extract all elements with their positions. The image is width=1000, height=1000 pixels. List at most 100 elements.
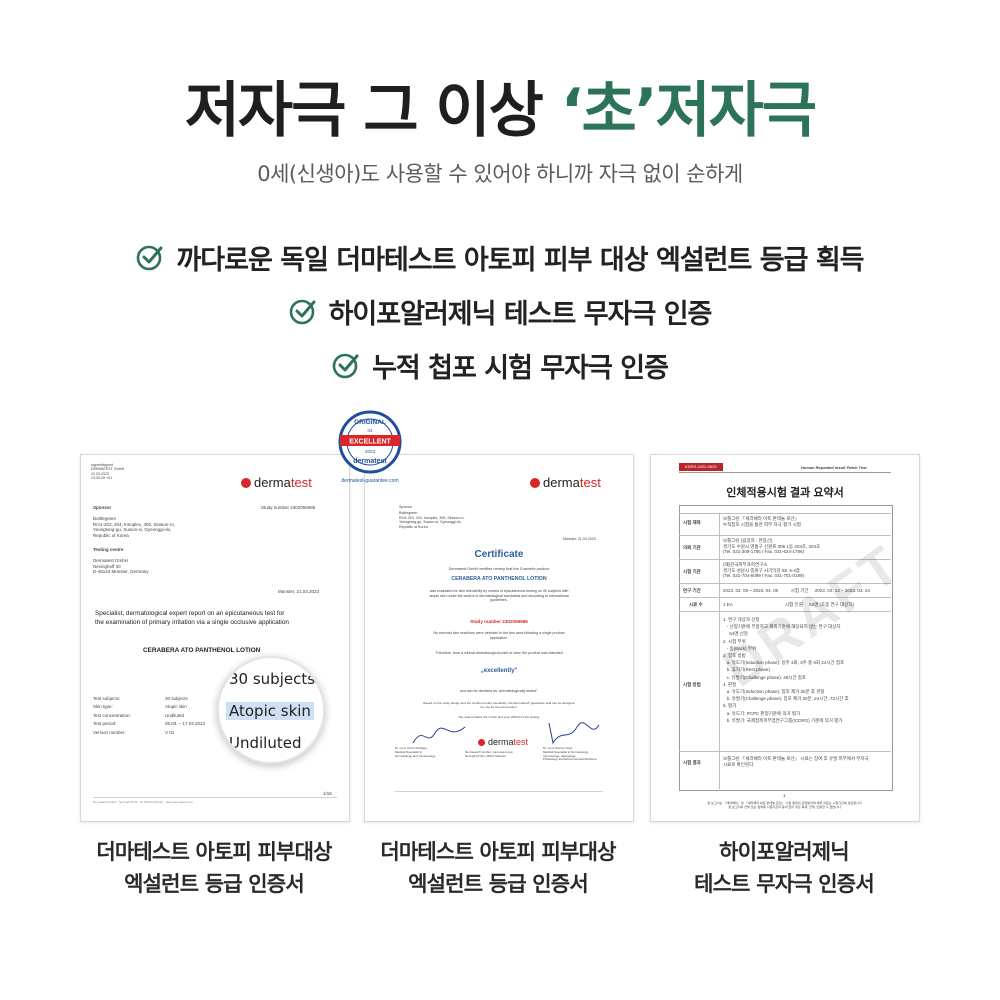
table-row: 의뢰 기관 보틀그린 (림장자 : 한봉선) 경기도 수원시 영통구 신원로 3…: [679, 535, 891, 554]
dermatest-report-document: signed/signed DERMATEST GmbH 22.03.2023 …: [80, 454, 350, 822]
footnote: 본 보고서는 「세라베라」및 「세라베라 아토 판테놀 로션」 시험 결과의 요…: [707, 801, 863, 810]
logo-text-derma: derma: [254, 475, 291, 490]
sponsor-label: Sponsor: [399, 505, 413, 509]
summary-table: [679, 505, 893, 791]
certificate-body-3: Therefore, from a clinical-dermatologica…: [435, 651, 563, 655]
seal-top-text: ORIGINAL: [354, 419, 386, 426]
check-item-label: 누적 첩포 시험 무자극 인증: [372, 352, 669, 384]
table-row: 시험 기관 (재)한국피부과학연구소 경기도 성남시 중원구 사기막길 58, …: [679, 559, 891, 578]
row-value: 보틀그린 「세라베라 아토 판테놀 로션」 누적첩포 시험을 통한 피부 자극 …: [723, 516, 801, 527]
row-label: 시험 제목: [683, 520, 701, 525]
magnified-concentration: Undiluted: [229, 734, 302, 752]
table-row: 시료 수 1 EA 시험 인원 54명 (초종 연구 대상자): [679, 597, 891, 607]
title-part-2: 저자극: [655, 76, 818, 146]
signature-right-text: Dr. med. Werner Voss Medical Specialist …: [543, 746, 597, 762]
test-field-labels: Test subjects: Skin type: Test concentra…: [93, 696, 131, 735]
table-row: 연구 기간 2023. 02. 08 ~ 2023. 04. 05 시험 기간 …: [679, 583, 891, 593]
logo-text-derma: derma: [543, 475, 580, 490]
signature-left-text: Dr. med. Gerrit Schlippe Medical Special…: [395, 746, 436, 758]
row-label: 시험 기관: [683, 569, 701, 574]
row-value: 1. 연구 대상자 선정 - 선정기준에 부합하고 제외기준에 해당되지 않는 …: [723, 617, 849, 723]
page-number: 1: [783, 793, 786, 798]
check-item: 하이포알러제닉 테스트 무자극 인증: [0, 284, 1000, 338]
row-label: 시료 수: [689, 602, 703, 607]
seal-bottom-text: dermatest: [353, 458, 387, 465]
certificate-title: Certificate: [474, 549, 524, 560]
row-value: 보틀그린 (림장자 : 한봉선) 경기도 수원시 영통구 신원로 306 1동 …: [723, 538, 821, 555]
seal-number: 04: [367, 428, 373, 433]
sponsor-address: Bottlegreen Rm1-203, 204, Innoplex, 306,…: [93, 516, 176, 538]
row-label: 시험 방법: [683, 682, 701, 687]
certificate-study-number: Study number 2302056986: [470, 619, 528, 624]
check-circle-icon: [289, 299, 316, 325]
check-item: 누적 첩포 시험 무자극 인증: [0, 338, 1000, 392]
caption-line-2: 엑설런트 등급 인증서: [124, 872, 305, 896]
header-divider: [679, 472, 891, 473]
caption-dermatest-report: 더마테스트 아토피 피부대상 엑설런트 등급 인증서: [64, 836, 364, 900]
row-label: 시험 결과: [683, 760, 701, 765]
certificate-date: Münster, 21.03.2023: [563, 537, 596, 541]
row-value: (재)한국피부과학연구소 경기도 성남시 중원구 사기막길 58, 5-4층 (…: [723, 562, 805, 579]
caption-line-2: 테스트 무자극 인증서: [694, 872, 875, 896]
certificate-intro: Dermatest GmbH certifies hereby that the…: [448, 567, 550, 571]
check-circle-icon: [137, 245, 163, 271]
certificate-body-1: was evaluated for skin tolerability by m…: [429, 589, 569, 603]
seal-year: 2023: [365, 449, 376, 454]
report-date: Münster, 21.03.2023: [278, 589, 320, 594]
certificate-body-6: The seal contains the month and year (03…: [458, 715, 540, 719]
check-item-label: 하이포알러제닉 테스트 무자극 인증: [328, 298, 713, 330]
row-value: 보틀그린 「세라베라 아토 판테놀 로션」 시료는 장여 후 유발 피부에서 무…: [723, 756, 869, 768]
logo-text-derma: derma: [488, 737, 514, 747]
page-subtitle: 0세(신생아)도 사용할 수 있어야 하니까 자극 없이 순하게: [257, 162, 743, 186]
table-column-divider: [719, 513, 720, 789]
caption-line-1: 하이포알러제닉: [719, 840, 849, 864]
caption-hypoallergenic: 하이포알러제닉 테스트 무자극 인증서: [634, 836, 934, 900]
certificate-body-2: No relevant skin reactions were detected…: [433, 631, 565, 640]
title-accent: ‘초’: [560, 76, 658, 146]
title-part-1: 저자극 그 이상: [184, 76, 561, 146]
sponsor-label: Sponsor: [93, 505, 112, 510]
check-item-label: 까다로운 독일 더마테스트 아토피 피부 대상 엑설런트 등급 획득: [176, 244, 864, 276]
caption-dermatest-certificate: 더마테스트 아토피 피부대상 엑설런트 등급 인증서: [348, 836, 648, 900]
row-label: 의뢰 기관: [683, 545, 701, 550]
sponsor-address: Bottlegreen Rm1-203, 204, Innoplex, 306,…: [399, 511, 465, 529]
test-field-values: 30 subjects Atopic skin Undiluted 06.03.…: [165, 696, 206, 735]
report-title: Specialist, dermatological expert report…: [95, 610, 289, 626]
kdrs-badge: KDRS-2422-0629: [679, 463, 723, 471]
page-title: 저자극 그 이상 ‘초’저자극: [0, 62, 1000, 149]
table-row: 시험 방법 1. 연구 대상자 선정 - 선정기준에 부합하고 제외기준에 해당…: [679, 611, 891, 723]
seal-link: dermatest-guarantee.com: [341, 478, 398, 484]
signature-stamp: signed/signed DERMATEST GmbH 22.03.2023 …: [91, 463, 125, 481]
summary-title: 인체적용시험 결과 요약서: [726, 487, 844, 499]
table-row: 시험 결과 보틀그린 「세라베라 아토 판테놀 로션」 시료는 장여 후 유발 …: [679, 751, 891, 767]
row-value: 2023. 02. 08 ~ 2023. 04. 05 시험 기간 2023. …: [723, 588, 870, 593]
logo-text-test: test: [290, 475, 312, 490]
row-value: 1 EA 시험 인원 54명 (초종 연구 대상자): [723, 602, 854, 607]
check-circle-icon: [332, 353, 359, 379]
footer-divider: [93, 797, 337, 798]
testing-centre-label: Testing centre: [93, 547, 124, 552]
certificate-body-4: and can be declared as „dermatologically…: [459, 689, 539, 693]
signature-left-icon: [412, 726, 466, 744]
footer-divider: [395, 791, 603, 792]
feature-check-list: 까다로운 독일 더마테스트 아토피 피부 대상 엑설런트 등급 획득 하이포알러…: [0, 230, 1000, 392]
row-label: 연구 기간: [683, 588, 701, 593]
caption-line-1: 더마테스트 아토피 피부대상: [96, 840, 332, 864]
logo-text-test: test: [513, 737, 529, 747]
logo-text-test: test: [579, 475, 601, 490]
study-number: Study number 2302056986: [261, 505, 316, 510]
caption-line-2: 엑설런트 등급 인증서: [408, 872, 589, 896]
footer-text: Dermatest GmbH · Nevinghoff 30 · D-48143…: [93, 800, 193, 804]
hript-header: Human Repeated Insult Patch Test: [801, 465, 867, 470]
certificate-body-5: Based on the study design and the confir…: [423, 701, 575, 709]
hript-summary-document: KDRS-2422-0629 Human Repeated Insult Pat…: [650, 454, 920, 822]
excellent-seal-icon: ORIGINAL 04 EXCELLENT 2023 dermatest der…: [338, 410, 402, 484]
certificate-product: CERABERA ATO PANTHENOL LOTION: [451, 576, 547, 582]
table-row: 시험 제목 보틀그린 「세라베라 아토 판테놀 로션」 누적첩포 시험을 통한 …: [679, 513, 891, 527]
testing-centre-address: Dermatest GmbH Nevinghoff 30 D-48143 Mün…: [93, 558, 149, 575]
magnified-test-subjects: 30 subjects: [229, 670, 316, 688]
check-item: 까다로운 독일 더마테스트 아토피 피부 대상 엑설런트 등급 획득: [0, 230, 1000, 284]
magnified-skin-type: Atopic skin: [226, 702, 314, 720]
magnifier-callout: 30 subjects Atopic skin Undiluted: [217, 656, 325, 764]
